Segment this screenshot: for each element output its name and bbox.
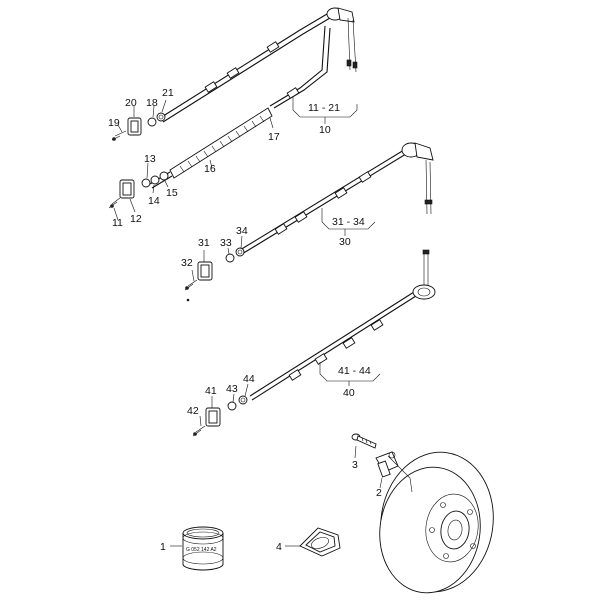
callout-33: 33 <box>220 237 232 249</box>
range-31-34: 31 - 34 <box>332 216 365 228</box>
callout-15: 15 <box>166 187 178 199</box>
retainer-21 <box>156 112 166 122</box>
callout-40: 40 <box>343 387 355 399</box>
grommet-4 <box>299 527 341 557</box>
retainer-34 <box>235 247 245 257</box>
callout-18: 18 <box>146 97 158 109</box>
seal-13 <box>141 178 151 188</box>
callout-19: 19 <box>108 117 120 129</box>
cable-assembly-40 <box>192 249 436 437</box>
bolt-3 <box>351 433 377 449</box>
callout-11: 11 <box>112 217 123 229</box>
cable-assembly-30 <box>184 142 434 302</box>
callout-13: 13 <box>144 153 156 165</box>
seal-14 <box>150 175 160 185</box>
callout-41: 41 <box>205 385 217 397</box>
brake-disc-hub <box>379 451 494 594</box>
connector-group-lower <box>108 171 169 209</box>
callout-21: 21 <box>162 87 174 99</box>
callout-34: 34 <box>236 225 248 237</box>
speed-sensor-2 <box>375 451 413 493</box>
callout-10: 10 <box>319 124 331 136</box>
retainer-15 <box>159 171 169 181</box>
callout-4: 4 <box>276 541 282 553</box>
retainer-44 <box>238 395 248 405</box>
callout-32: 32 <box>181 257 193 269</box>
seal-43 <box>227 401 237 411</box>
seal-33 <box>225 253 235 263</box>
callout-1: 1 <box>160 541 166 553</box>
callout-20: 20 <box>125 97 137 109</box>
callout-17: 17 <box>268 131 280 143</box>
callout-16: 16 <box>204 163 216 175</box>
callout-12: 12 <box>130 213 142 225</box>
callout-2: 2 <box>376 487 382 499</box>
seal-18 <box>147 117 157 127</box>
callout-44: 44 <box>243 373 255 385</box>
cable-assembly-10 <box>108 7 358 221</box>
range-11-21: 11 - 21 <box>308 102 340 114</box>
callout-43: 43 <box>226 383 238 395</box>
part-marking: G 052 142 A2 <box>186 547 217 553</box>
callout-42: 42 <box>187 405 199 417</box>
callout-31: 31 <box>198 237 210 249</box>
grommet-icon <box>412 284 436 300</box>
callout-30: 30 <box>339 236 351 248</box>
callout-14: 14 <box>148 195 160 207</box>
range-41-44: 41 - 44 <box>338 365 371 377</box>
callout-3: 3 <box>352 459 358 471</box>
clamp-band-1: G 052 142 A2 <box>182 526 224 571</box>
connector-group-upper <box>111 112 166 141</box>
